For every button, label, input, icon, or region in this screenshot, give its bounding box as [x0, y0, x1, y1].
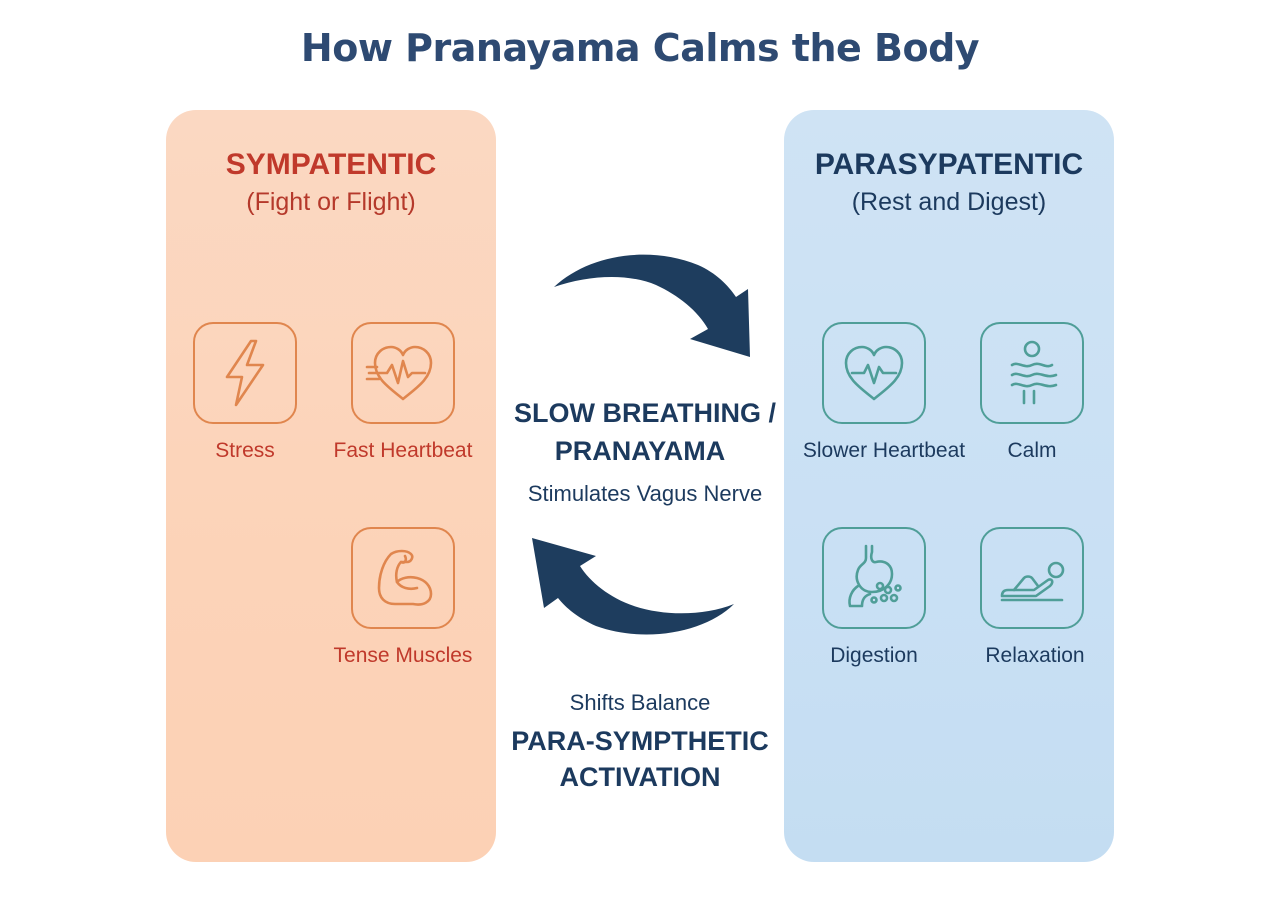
item-label-relaxation: Relaxation — [985, 644, 1085, 667]
center-text-line2: PRANAYAMA — [554, 436, 726, 466]
item-label-stress: Stress — [215, 439, 275, 462]
lightning-icon — [193, 322, 297, 424]
heart-pulse-icon — [822, 322, 926, 424]
forward-arrow-icon — [554, 254, 750, 357]
parasympathetic-heading: PARASYPATENTIC — [814, 148, 1084, 181]
parasympathetic-subheading: (Rest and Digest) — [851, 188, 1047, 216]
center-text-line5: PARA-SYMPTHETIC — [511, 726, 769, 756]
flexed-arm-icon — [351, 527, 455, 629]
return-arrow-icon — [532, 538, 734, 635]
sympathetic-heading: SYMPATENTIC — [225, 148, 437, 181]
sympathetic-subheading: (Fight or Flight) — [246, 188, 416, 216]
stomach-icon — [822, 527, 926, 629]
center-text-line6: ACTIVATION — [559, 762, 721, 792]
calm-waves-icon — [980, 322, 1084, 424]
item-label-digestion: Digestion — [830, 644, 918, 667]
item-label-calm: Calm — [1007, 439, 1057, 462]
page-title: How Pranayama Calms the Body — [300, 26, 980, 70]
parasympathetic-panel — [784, 110, 1114, 862]
center-text-line4: Shifts Balance — [569, 690, 711, 715]
center-text-line3: Stimulates Vagus Nerve — [527, 481, 763, 506]
item-label-fast-heartbeat: Fast Heartbeat — [333, 439, 473, 462]
item-label-tense-muscles: Tense Muscles — [333, 644, 473, 667]
item-label-slower-heartbeat: Slower Heartbeat — [802, 439, 966, 462]
fast-heartbeat-icon — [351, 322, 455, 424]
sympathetic-panel — [166, 110, 496, 862]
center-text-line1: SLOW BREATHING / — [514, 398, 776, 428]
reclining-person-icon — [980, 527, 1084, 629]
